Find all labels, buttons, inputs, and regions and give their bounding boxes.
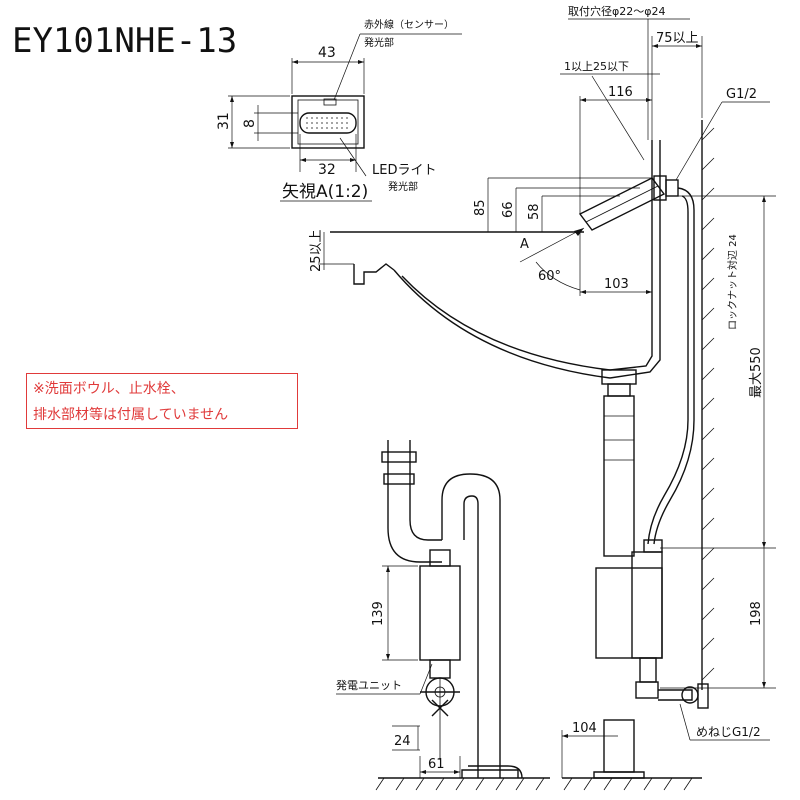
drain-pipe-side: 104 [561,395,645,779]
dim-116-label: 116 [608,85,633,100]
wall [701,120,715,690]
angle-60-label: 60° [538,269,561,284]
valve-unit-side: めねじG1/2 [595,551,770,741]
sensor-inner-frame [297,99,359,145]
mount-hole-label: 取付穴径φ22～φ24 [568,4,666,18]
valve-unit-front: 139 発電ユニット 24 61 [336,549,461,778]
dim-139-label: 139 [371,601,386,626]
sensor-led-dots [306,117,350,129]
callout-led-light: LEDライト [372,163,436,178]
dim-31-label: 31 [216,112,232,130]
basin-bowl-inner [401,275,611,371]
sensor-view: 43 31 8 32 赤外線（センサー） 発光部 LEDライト 発光部 矢視A(… [216,18,462,202]
dim-61-label: 61 [428,757,445,772]
sensor-ir-window [323,98,337,106]
dim-66-label: 66 [501,201,516,218]
model-title: EY101NHE-13 [12,21,237,61]
view-a-marker: A [520,237,529,252]
notice-box: ※洗面ボウル、止水栓、 排水部材等は付属していません [26,373,298,429]
callout-ir-sensor: 赤外線（センサー） [364,18,454,31]
dim-85-label: 85 [473,199,488,216]
dim-8-label: 8 [242,119,258,128]
dim-43-label: 43 [318,45,336,61]
dim-25-label: 25以上 [309,229,324,272]
callout-ir-emitter: 発光部 [364,36,394,49]
dim-58-label: 58 [527,203,542,220]
callout-led-emitter: 発光部 [388,180,418,193]
basin-bowl-outer [393,269,611,379]
dim-1-25-label: 1以上25以下 [564,60,629,73]
max-550-label: 最大550 [749,347,764,398]
supply-hose [653,187,695,545]
sensor-led-window [299,112,357,134]
dim-32-label: 32 [318,162,336,178]
dim-104-label: 104 [572,721,597,736]
generator-label: 発電ユニット [336,678,402,692]
side-dimensions: 75以上 取付穴径φ22～φ24 1以上25以下 116 G1/2 85 66 … [309,4,776,689]
sensor-outer-housing [291,95,365,149]
basin-side: A 60° [330,140,679,397]
basin-back-wall [609,140,661,379]
faucet-connector [665,179,679,197]
dim-75-label: 75以上 [656,31,699,46]
notice-line-2: 排水部材等は付属していません [33,407,229,423]
dim-24-label: 24 [394,734,411,749]
locknut-label: ロックナット対辺 24 [726,234,739,330]
view-a-caption: 矢視A(1:2) [282,182,368,202]
faucet-spout [578,177,666,231]
female-thread-label: めねじG1/2 [696,725,761,739]
thread-g12-label: G1/2 [726,87,757,102]
notice-line-1: ※洗面ボウル、止水栓、 [33,381,185,397]
trap-front [381,440,523,779]
floor [375,777,702,791]
dim-103-label: 103 [604,277,629,292]
dim-198-label: 198 [749,601,764,626]
